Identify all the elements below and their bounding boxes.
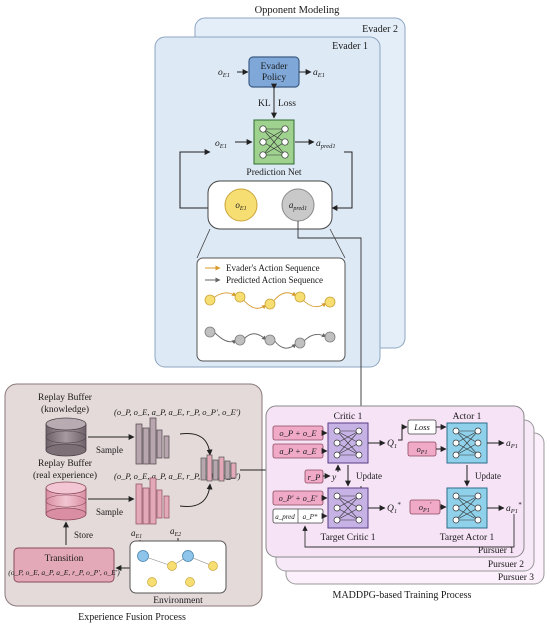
rb-real-label2: (real experience) <box>33 470 97 481</box>
environment-agents-icon <box>137 550 218 587</box>
experience-fusion-title: Experience Fusion Process <box>78 612 186 623</box>
o-e1-top: oE1 <box>218 68 230 79</box>
legend-predicted: Predicted Action Sequence <box>226 275 323 285</box>
svg-text:oE1: oE1 <box>235 200 246 212</box>
critic1-net-icon <box>327 422 369 464</box>
opponent-modeling-title: Opponent Modeling <box>255 5 341 16</box>
svg-text:r_P: r_P <box>308 472 321 482</box>
transition-tuple: (o_P, o_E, a_P, a_E, r_P, o_P', o_E') <box>8 568 120 577</box>
target-critic1-net-icon <box>327 487 369 529</box>
a-e1-top: aE1 <box>313 68 325 79</box>
conv-layers-knowledge-icon <box>135 417 170 465</box>
svg-text:o_P + o_E: o_P + o_E <box>279 428 317 438</box>
svg-text:oP1: oP1 <box>417 444 428 456</box>
database-knowledge-icon <box>45 417 87 457</box>
svg-text:apred1: apred1 <box>289 200 307 212</box>
o-e1-node <box>224 188 258 222</box>
evader-policy-label1: Evader <box>261 62 289 72</box>
sample2-label: Sample <box>96 507 123 517</box>
transition-title: Transition <box>45 554 84 564</box>
ap1-star-label: aP1* <box>506 501 522 515</box>
target-actor1-label: Target Actor 1 <box>440 533 495 543</box>
rb-knowledge-label1: Replay Buffer <box>38 392 93 403</box>
svg-text:a_P + a_E: a_P + a_E <box>279 446 317 456</box>
update2-label: Update <box>475 471 501 481</box>
pursuer2-label: Pursuer 2 <box>488 560 524 570</box>
environment-label: Environment <box>153 596 203 606</box>
a-pred1-mid: apred1 <box>316 139 336 150</box>
rb-knowledge-label2: (knowledge) <box>41 404 89 415</box>
evader1-label: Evader 1 <box>332 41 368 52</box>
legend-evader: Evader's Action Sequence <box>226 263 320 273</box>
ap1-label: aP1 <box>506 439 518 450</box>
conv-layers-real-icon <box>135 477 170 525</box>
evader-policy-label2: Policy <box>262 73 287 83</box>
svg-text:a_P*: a_P* <box>303 513 318 521</box>
a-e1-env: aE1 <box>131 528 142 540</box>
tuple-knowledge: (o_P, o_E, a_P, a_E, r_P, o_P', o_E') <box>114 407 241 417</box>
a-pred1-node <box>281 188 315 222</box>
sample1-label: Sample <box>96 445 123 455</box>
tuple-real: (o_P, o_E, a_P, a_E, r_P, o_P', o_E') <box>114 471 241 481</box>
loss-label: Loss <box>278 99 296 109</box>
critic1-label: Critic 1 <box>334 412 363 422</box>
store-label: Store <box>74 530 93 540</box>
svg-text:Loss: Loss <box>413 422 430 432</box>
actor1-label: Actor 1 <box>453 412 482 422</box>
target-critic1-label: Target Critic 1 <box>320 533 375 543</box>
kl-label: KL <box>258 99 271 109</box>
target-actor1-net-icon <box>446 487 488 529</box>
q1-label: Q1 <box>387 439 397 450</box>
fused-layers-icon <box>200 454 237 482</box>
pursuer3-label: Pursuer 3 <box>498 573 534 583</box>
actor1-net-icon <box>446 422 488 464</box>
o-e1-mid: oE1 <box>215 139 227 150</box>
q1-star-label: Q1* <box>387 501 401 515</box>
action-sequence-panel <box>196 257 346 362</box>
database-real-icon <box>45 481 87 521</box>
svg-text:o_P' + o_E': o_P' + o_E' <box>279 494 318 503</box>
pursuer1-label: Pursuer 1 <box>478 546 514 556</box>
y-label: y <box>331 473 337 483</box>
rb-real-label1: Replay Buffer <box>38 458 93 469</box>
update1-label: Update <box>356 471 382 481</box>
transition-box <box>13 547 115 583</box>
prediction-net-label: Prediction Net <box>246 168 302 178</box>
maddpg-title: MADDPG-based Training Process <box>333 590 472 601</box>
a-e2-env: aE2 <box>170 526 181 538</box>
svg-text:oP1': oP1' <box>419 501 432 514</box>
predicted-sequence <box>213 331 327 349</box>
evader2-label: Evader 2 <box>362 24 398 35</box>
svg-text:a_pred: a_pred <box>275 513 295 521</box>
